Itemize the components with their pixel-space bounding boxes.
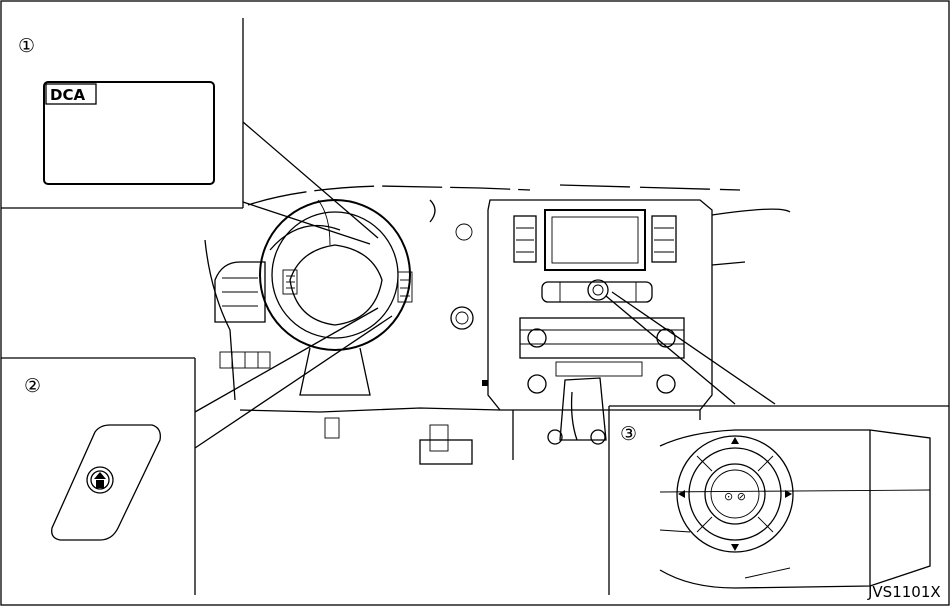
brake-pedal	[419, 439, 473, 465]
multi-function-controller-ring	[676, 435, 794, 553]
controller-knob	[704, 463, 766, 525]
up-arrow-icon	[731, 437, 739, 444]
shift-lever	[570, 391, 578, 441]
dca-switch-ring	[86, 466, 114, 494]
center-left-vent	[513, 215, 537, 263]
dca-switch-icon-base	[96, 480, 104, 488]
center-display-screen	[544, 209, 646, 271]
dashboard-line-art	[204, 184, 791, 465]
inset-panel-1: ① DCA	[1, 18, 244, 209]
right-arrow-icon	[785, 490, 792, 498]
switch-panel-outline	[51, 424, 161, 541]
dca-indicator-text: DCA	[50, 86, 85, 104]
center-right-vent	[651, 215, 677, 263]
knob-symbol-icon: ⊙ ⊘	[724, 490, 746, 503]
callout-1-pointer-upper	[242, 121, 379, 239]
left-air-vent	[214, 261, 266, 323]
meter-display-box	[43, 81, 215, 185]
callout-1-label: ①	[18, 35, 35, 57]
callout-2-pointer-upper	[194, 307, 379, 413]
center-controller-knob	[587, 279, 609, 301]
callout-2-pointer-lower	[194, 315, 393, 449]
down-arrow-icon	[731, 544, 739, 551]
callout-1-pointer-lower	[242, 201, 371, 245]
steering-wheel-rim	[259, 199, 411, 351]
callout-2-label: ②	[24, 375, 41, 397]
figure-code: JVS1101X	[867, 583, 941, 601]
callout-3-pointer-right	[611, 291, 776, 405]
dca-indicator-frame	[45, 83, 97, 105]
ignition-switch	[450, 306, 474, 330]
steering-wheel-hub	[289, 244, 383, 326]
steering-switches-left	[282, 269, 298, 295]
dca-switch-button	[90, 470, 110, 490]
dca-sensor-mark	[482, 380, 488, 386]
inset-panel-2: ②	[1, 357, 196, 595]
callout-3-label: ③	[620, 423, 637, 445]
left-arrow-icon	[678, 490, 685, 498]
inset-panel-3: ③ ⊙ ⊘	[608, 405, 949, 595]
control-panel-outline	[659, 429, 931, 589]
callout-3-pointer-left	[605, 295, 736, 405]
shift-console	[559, 377, 607, 441]
steering-switches-right	[397, 271, 413, 303]
dca-switch-icon	[94, 472, 106, 479]
